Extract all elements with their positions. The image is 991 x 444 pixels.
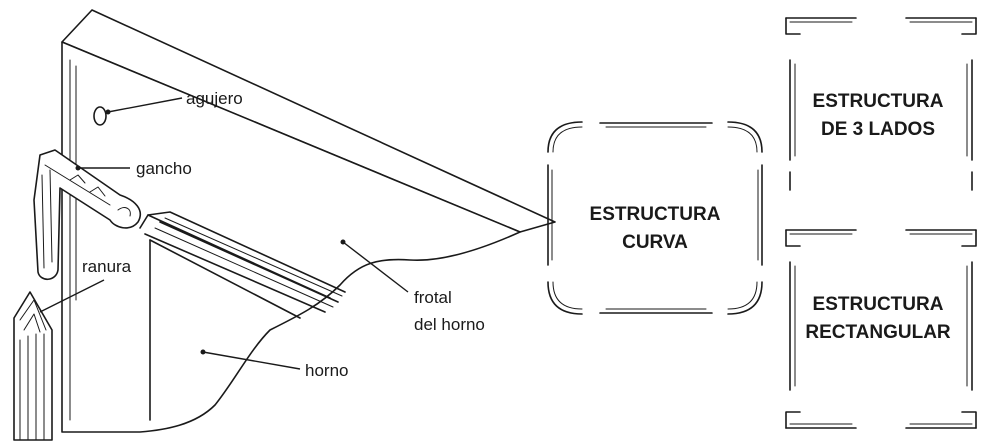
- label-oven-text: horno: [305, 361, 348, 380]
- label-oven: horno: [200, 349, 348, 380]
- frame-curved: ESTRUCTURA CURVA: [547, 121, 763, 315]
- frame-three-sided: ESTRUCTURA DE 3 LADOS: [785, 17, 977, 191]
- label-groove-text: ranura: [82, 257, 132, 276]
- groove-gasket-piece: [13, 291, 53, 441]
- frame-curved-title-line2: CURVA: [622, 232, 688, 253]
- label-hole: agujero: [105, 89, 243, 115]
- label-oven-front-line2: del horno: [414, 315, 485, 334]
- frame-rectangular-title-line2: RECTANGULAR: [805, 322, 951, 343]
- frame-curved-title-line1: ESTRUCTURA: [590, 204, 721, 225]
- frame-rectangular-title-line1: ESTRUCTURA: [813, 294, 944, 315]
- label-oven-front-line1: frotal: [414, 288, 452, 307]
- frame-three-sided-title-line2: DE 3 LADOS: [821, 119, 935, 140]
- label-hook: gancho: [75, 159, 192, 178]
- hook-gasket-piece: [33, 149, 142, 281]
- label-groove: ranura: [39, 257, 132, 313]
- frame-three-sided-title-line1: ESTRUCTURA: [813, 91, 944, 112]
- frame-rectangular: ESTRUCTURA RECTANGULAR: [785, 229, 977, 429]
- hole-icon: [93, 106, 107, 126]
- label-hole-text: agujero: [186, 89, 243, 108]
- label-hook-text: gancho: [136, 159, 192, 178]
- oven-front-illustration: [13, 9, 556, 441]
- label-oven-front: frotal del horno: [340, 239, 485, 334]
